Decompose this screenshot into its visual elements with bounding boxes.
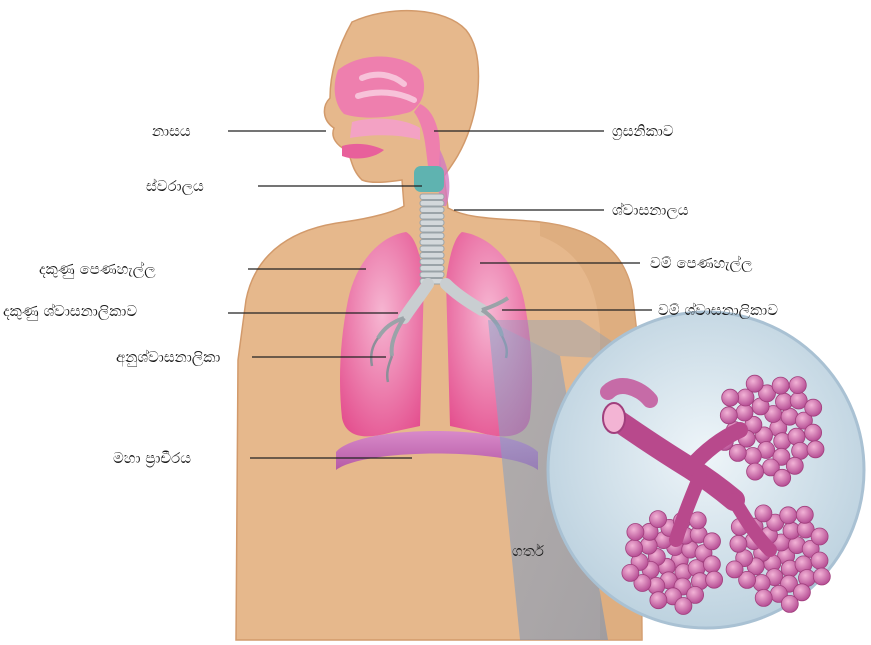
trachea-ring: [420, 272, 444, 278]
alveoli-magnifier: [548, 312, 864, 628]
trachea-ring: [420, 214, 444, 220]
label-larynx: ස්වරාලය: [146, 177, 204, 195]
trachea-ring: [420, 220, 444, 226]
label-left-lung: වම් පෙණහැල්ල: [650, 254, 752, 272]
label-trachea: ශ්වාසනාලය: [612, 201, 689, 219]
trachea-ring: [420, 233, 444, 239]
label-right-bronchus: දකුණු ශ්වාසනාලිකාව: [3, 302, 137, 320]
trachea-ring: [420, 246, 444, 252]
trachea-ring: [420, 240, 444, 246]
trachea-ring: [420, 194, 444, 200]
trachea-ring: [420, 227, 444, 233]
label-pharynx: ග්‍රසනිකාව: [612, 122, 674, 140]
label-diaphragm: මහා ප්‍රාචීරය: [113, 449, 191, 467]
larynx: [414, 166, 444, 192]
label-right-lung: දකුණු පෙණහැල්ල: [39, 260, 156, 278]
trachea-ring: [420, 259, 444, 265]
label-nose: නාසය: [152, 122, 191, 140]
trachea-ring: [420, 201, 444, 207]
trachea-ring: [420, 207, 444, 213]
label-bronchioles: අනුශ්වාසනාලිකා: [116, 348, 220, 366]
trachea: [420, 194, 444, 284]
label-left-bronchus: වම් ශ්වාසනාලිකාව: [658, 301, 778, 319]
trachea-ring: [420, 266, 444, 272]
trachea-ring: [420, 253, 444, 259]
label-alveoli: ගර්ත: [512, 542, 544, 560]
